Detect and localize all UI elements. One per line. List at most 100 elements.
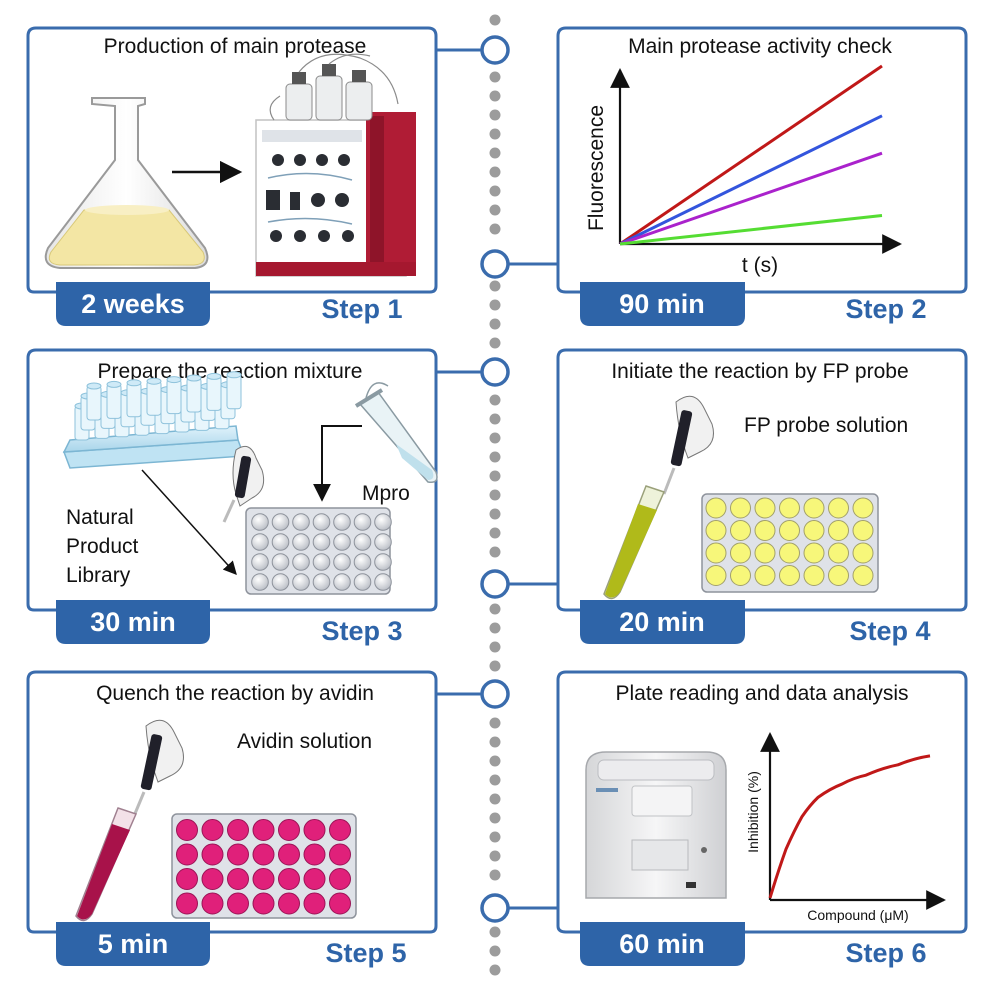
timeline-dot	[489, 71, 501, 83]
step-3-duration: 30 min	[90, 607, 176, 637]
well	[176, 892, 198, 915]
library-label-line-1: Natural	[66, 506, 134, 529]
step-1-label: Step 1	[321, 294, 402, 324]
step-1-title: Production of main protease	[104, 35, 367, 58]
well	[271, 573, 290, 591]
well	[176, 868, 198, 890]
timeline-dot	[489, 166, 501, 178]
well	[292, 553, 310, 571]
timeline-dot	[489, 812, 501, 824]
well	[278, 843, 300, 866]
step-6-duration: 60 min	[619, 929, 705, 959]
well	[329, 843, 351, 866]
activity-series-line-3	[619, 151, 883, 246]
rack-tube-top	[126, 379, 142, 387]
timeline-dot	[489, 527, 501, 539]
timeline-dot	[489, 869, 501, 881]
timeline-dot	[489, 660, 501, 672]
well	[754, 520, 776, 541]
well	[252, 892, 275, 915]
well	[374, 513, 392, 531]
rack-tube	[186, 377, 202, 413]
step-5-title: Quench the reaction by avidin	[96, 682, 374, 705]
timeline-dot	[489, 622, 501, 634]
well	[292, 513, 310, 531]
well-plate-icon	[245, 507, 392, 595]
panel-2-frame	[556, 26, 968, 294]
well	[374, 573, 392, 591]
rack-tube-top	[86, 382, 102, 390]
rack-tube-top	[226, 371, 242, 379]
timeline-rings	[480, 35, 510, 923]
plate-reader-icon	[585, 751, 727, 899]
text-layer: Production of main protease Main proteas…	[66, 35, 931, 968]
rack-tube-top	[146, 377, 162, 385]
timeline-dot	[489, 546, 501, 558]
well	[353, 513, 372, 531]
tip-rack-icon	[62, 371, 246, 469]
well	[201, 868, 224, 890]
well	[730, 497, 751, 519]
pipette-icon	[132, 719, 184, 817]
step-5-duration: 5 min	[98, 929, 169, 959]
timeline-ring-1	[480, 35, 510, 65]
well	[705, 497, 727, 519]
well	[312, 573, 331, 591]
well	[828, 520, 849, 541]
well	[730, 520, 751, 541]
well	[329, 868, 351, 890]
timeline-dot	[489, 318, 501, 330]
well	[374, 553, 392, 571]
test-tube-icon	[75, 807, 138, 922]
activity-chart: Fluorescence t (s)	[585, 64, 902, 277]
well	[779, 497, 800, 519]
timeline-dot	[489, 717, 501, 729]
well	[333, 573, 351, 591]
well	[329, 892, 351, 915]
rack-tube-top	[206, 372, 222, 380]
timeline-dot	[489, 299, 501, 311]
well	[779, 520, 800, 541]
fp-probe-solution-label: FP probe solution	[744, 414, 908, 437]
rack-tube	[86, 385, 102, 421]
timeline-dot	[489, 489, 501, 501]
timeline-dot	[489, 850, 501, 862]
well	[278, 819, 300, 841]
timeline	[489, 14, 501, 976]
rack-tube-top	[166, 376, 182, 384]
well	[754, 565, 776, 586]
well	[828, 542, 849, 564]
well	[176, 843, 198, 866]
well	[303, 868, 326, 890]
step-2-label: Step 2	[845, 294, 926, 324]
timeline-ring-5	[480, 679, 510, 709]
well	[201, 892, 224, 915]
activity-series-line-1	[619, 64, 883, 246]
step-2-title: Main protease activity check	[628, 35, 892, 58]
library-label-line-2: Product	[66, 535, 139, 558]
well	[227, 843, 249, 866]
timeline-dot	[489, 964, 501, 976]
well	[227, 892, 249, 915]
library-label-line-3: Library	[66, 564, 131, 587]
rack-tube-top	[186, 374, 202, 382]
well	[227, 819, 249, 841]
timeline-dot	[489, 603, 501, 615]
panel-1-frame	[26, 26, 438, 294]
well	[278, 868, 300, 890]
well	[312, 533, 331, 551]
well	[303, 892, 326, 915]
well	[333, 553, 351, 571]
timeline-ring-6	[480, 893, 510, 923]
timeline-dot	[489, 926, 501, 938]
well	[705, 520, 727, 541]
timeline-dot	[489, 774, 501, 786]
well	[201, 843, 224, 866]
well	[292, 533, 310, 551]
well	[779, 542, 800, 564]
well	[374, 533, 392, 551]
timeline-dot	[489, 223, 501, 235]
well	[828, 565, 849, 586]
timeline-ring-2	[480, 249, 510, 279]
